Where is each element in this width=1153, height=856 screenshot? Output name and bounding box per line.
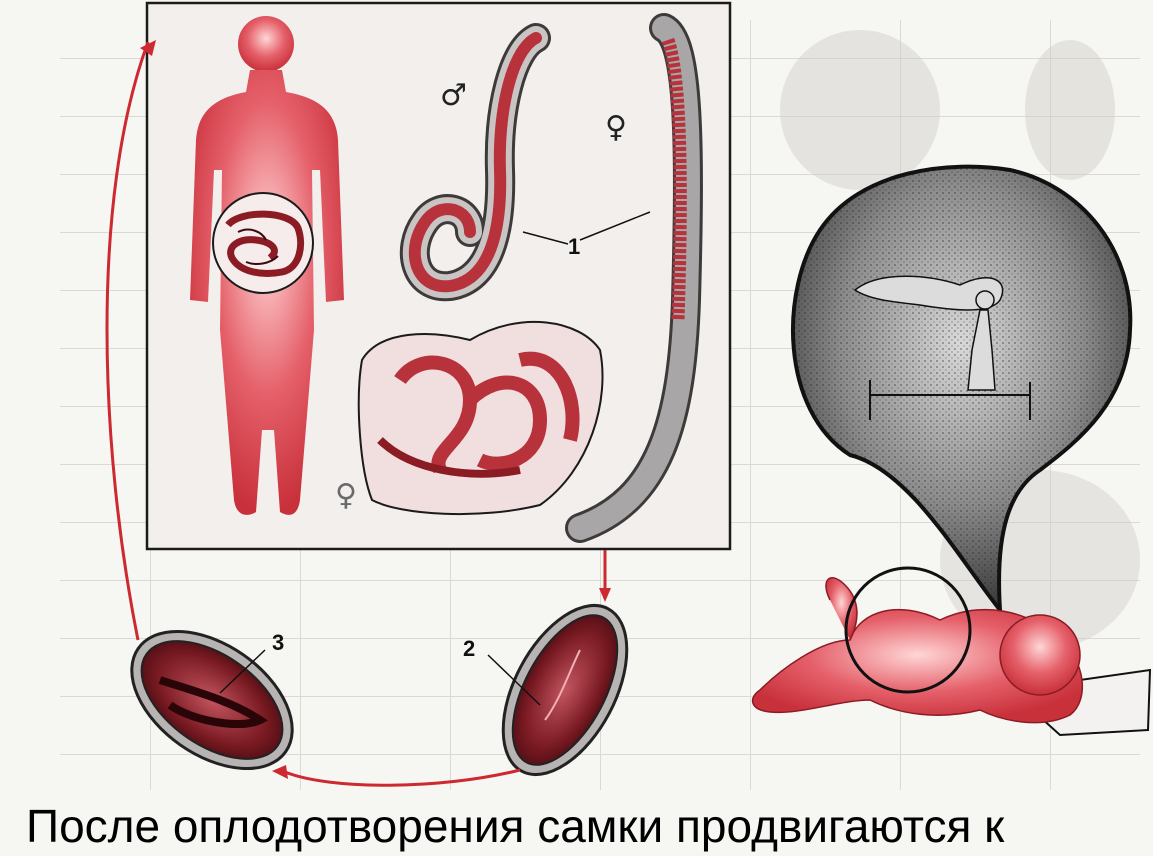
diagram-canvas [0, 0, 1153, 829]
female-symbol-background: ♀ [335, 478, 357, 513]
label-egg-with-larva: 3 [272, 630, 284, 656]
intestine-icon [213, 193, 313, 293]
label-adult-worms: 1 [568, 234, 580, 260]
label-egg-fresh: 2 [463, 636, 475, 662]
caption-text: После оплодотворения самки продвигаются … [26, 796, 1004, 856]
background-cabbage [780, 30, 940, 190]
female-symbol: ♀ [605, 110, 627, 145]
male-symbol: ♂ [440, 78, 467, 113]
background-fly [1025, 40, 1115, 180]
pinworm-lifecycle-diagram: ♂ ♀ ♀ 1 2 3 После оплодотворения самки п… [0, 0, 1153, 829]
